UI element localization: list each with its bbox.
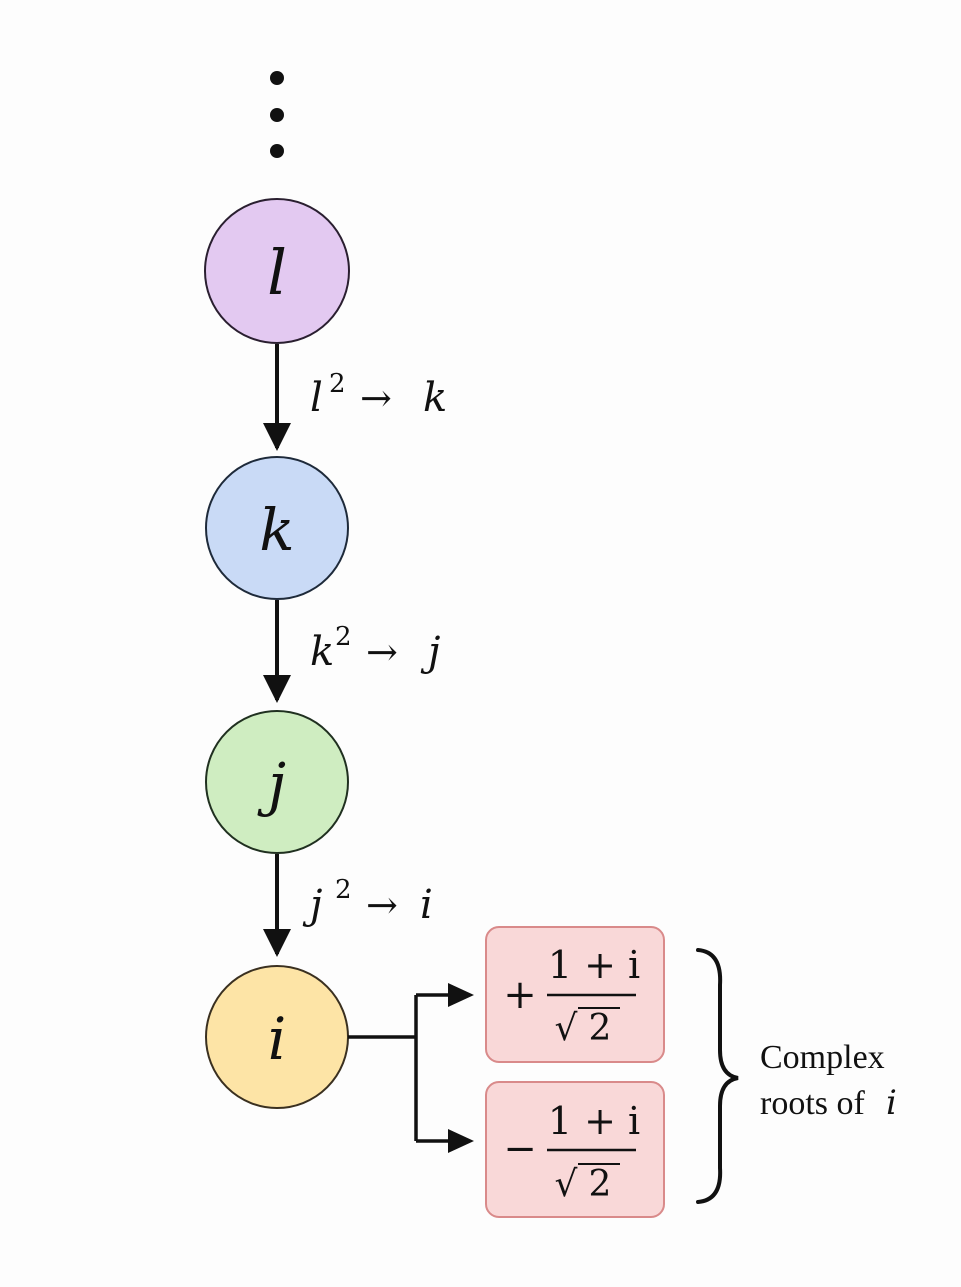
svg-text:l: l <box>310 375 323 421</box>
continuation-ellipsis <box>270 71 284 158</box>
edge-j-i-arrowhead <box>263 929 291 957</box>
node-j-circle <box>205 710 349 854</box>
svg-text:→: → <box>366 883 398 927</box>
svg-text:→: → <box>360 376 392 420</box>
node-k-label: k <box>259 496 294 564</box>
svg-text:k: k <box>423 375 447 421</box>
node-j: j <box>205 710 349 854</box>
edge-l-k-label: l 2 → k <box>310 369 447 421</box>
root-positive-radical: √ <box>555 1008 578 1049</box>
root-box-negative: − 1 + i √ 2 <box>485 1081 665 1218</box>
annotation-line2-text: roots of <box>760 1085 866 1122</box>
edge-j-i-label: j 2 → i <box>302 875 433 928</box>
root-positive-numerator: 1 + i <box>548 943 640 987</box>
node-l-label: l <box>267 236 287 309</box>
branch-upper-arrowhead <box>448 983 474 1007</box>
svg-text:k: k <box>310 629 334 675</box>
root-positive-radicand: 2 <box>589 1008 612 1049</box>
node-i: i <box>205 965 349 1109</box>
node-k-circle <box>205 456 349 600</box>
node-l: l <box>204 198 350 344</box>
node-i-label: i <box>268 1005 287 1073</box>
svg-text:j: j <box>420 629 440 675</box>
annotation-line1: Complex <box>760 1039 885 1076</box>
node-k: k <box>205 456 349 600</box>
root-positive-sign: + <box>503 972 537 1018</box>
branch-lower-arrowhead <box>448 1129 474 1153</box>
root-negative-radical: √ <box>555 1164 578 1205</box>
svg-text:i: i <box>420 882 433 928</box>
svg-text:2: 2 <box>335 622 352 652</box>
root-box-positive: + 1 + i √ 2 <box>485 926 665 1063</box>
branch-connector <box>348 983 474 1153</box>
root-negative-numerator: 1 + i <box>548 1099 640 1143</box>
svg-text:j: j <box>302 882 322 928</box>
root-negative-radicand: 2 <box>589 1164 612 1205</box>
svg-text:→: → <box>366 630 398 674</box>
edge-k-j-arrowhead <box>263 675 291 703</box>
node-l-circle <box>204 198 350 344</box>
edge-k-j-label: k 2 → j <box>310 622 440 675</box>
root-negative-sign: − <box>503 1126 537 1172</box>
annotation-line2-var: i <box>886 1083 897 1123</box>
roots-brace <box>696 948 739 1204</box>
edge-l-k-arrowhead <box>263 423 291 451</box>
svg-text:2: 2 <box>335 875 352 905</box>
roots-annotation: Complex roots of i <box>760 1039 897 1123</box>
svg-text:2: 2 <box>329 369 346 399</box>
